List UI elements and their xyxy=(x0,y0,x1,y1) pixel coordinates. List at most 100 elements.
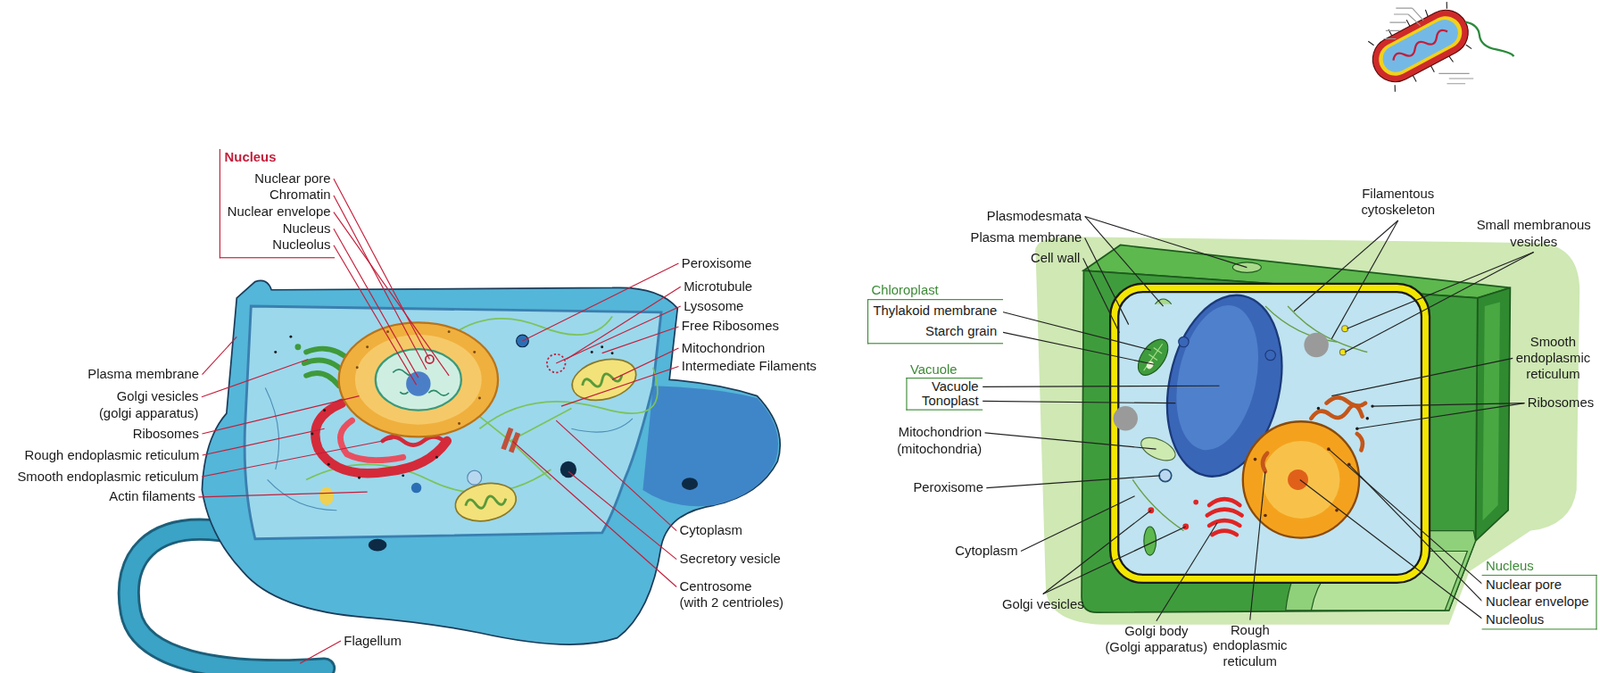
vesicle xyxy=(681,477,698,490)
label-line: reticulum xyxy=(1525,366,1580,383)
leader-line xyxy=(1344,251,1534,352)
organelle-group: VacuoleVacuoleTonoplast xyxy=(905,361,983,411)
organelle-group: ChloroplastThylakoid membraneStarch grai… xyxy=(867,282,1004,345)
animal-cell xyxy=(128,280,780,670)
part-label: Nuclear envelope xyxy=(227,203,332,221)
part-label: Mitochondrion xyxy=(681,339,765,357)
leader-line xyxy=(198,491,367,498)
leader-line xyxy=(202,336,238,374)
leader-line xyxy=(1293,220,1399,312)
part-label: Tonoplast xyxy=(921,393,979,408)
part-label: Cytoplasm xyxy=(679,522,743,539)
label-line: Cell wall xyxy=(1030,249,1080,266)
label-line: Golgi body xyxy=(1124,622,1188,639)
leader-line xyxy=(986,475,1161,489)
leader-line xyxy=(1085,215,1248,267)
label-line: (golgi apparatus) xyxy=(99,405,199,422)
group-bracket: Nuclear poreChromatinNuclear envelopeNuc… xyxy=(220,165,335,257)
label-line: Cytoplasm xyxy=(954,542,1018,559)
leader-line xyxy=(202,428,325,456)
cell-lobe xyxy=(642,385,779,506)
label-line: Smooth xyxy=(1530,333,1576,350)
label-line: Flagellum xyxy=(343,632,401,649)
leader-line xyxy=(201,439,393,477)
group-bracket: Nuclear poreNuclear envelopeNucleolus xyxy=(1481,574,1597,631)
label-line: Free Ribosomes xyxy=(681,318,780,335)
peroxisome xyxy=(1159,469,1172,482)
leader-line xyxy=(1020,496,1136,552)
part-label: Free Ribosomes xyxy=(681,318,780,335)
leader-line xyxy=(333,245,417,385)
smooth-er xyxy=(382,436,445,445)
label-line: Ribosomes xyxy=(1527,395,1594,412)
organelle-group: NucleusNuclear poreNuclear envelopeNucle… xyxy=(1481,557,1597,630)
leader-line xyxy=(561,366,680,407)
label-line: cytoskeleton xyxy=(1360,201,1435,218)
label-line: Secretory vesicle xyxy=(679,550,781,567)
part-label: Thylakoid membrane xyxy=(872,300,997,322)
vesicle xyxy=(319,486,334,506)
part-label: Filamentous cytoskeleton xyxy=(1360,185,1435,219)
label-line: endoplasmic xyxy=(1212,637,1287,653)
label-line: Smooth endoplasmic reticulum xyxy=(16,468,199,485)
nucleus xyxy=(339,322,498,437)
cell-wall xyxy=(1081,270,1478,613)
microtubules xyxy=(306,315,658,493)
leader-line xyxy=(1250,471,1266,620)
ribosome-dots xyxy=(273,335,614,480)
leader-line xyxy=(981,385,1219,387)
golgi-vesicles xyxy=(1147,499,1199,531)
leader-line xyxy=(985,432,1157,449)
part-label: Golgi vesicles (golgi apparatus) xyxy=(99,389,199,423)
label-line: vesicles xyxy=(1509,233,1558,250)
mitochondrion xyxy=(567,352,641,407)
group-heading: Chloroplast xyxy=(867,282,1004,299)
part-label: Plasma membrane xyxy=(87,366,199,383)
group-heading: Nucleus xyxy=(1481,557,1597,574)
leader-line xyxy=(1085,237,1129,324)
part-label: Chromatin xyxy=(269,187,332,205)
chloroplast xyxy=(1132,333,1175,381)
leader-line xyxy=(333,228,419,378)
part-label: Smooth endoplasmic reticulum xyxy=(16,468,199,485)
part-label: Nuclear pore xyxy=(1485,575,1562,593)
label-line: Intermediate Filaments xyxy=(681,357,817,374)
part-label: Plasmodesmata xyxy=(986,207,1083,224)
part-label: Lysosome xyxy=(683,298,744,315)
label-line: (mitochondria) xyxy=(896,440,982,457)
leader-line xyxy=(201,359,308,398)
part-label: Rough endoplasmic reticulum xyxy=(24,447,199,464)
group-heading: Vacuole xyxy=(905,361,983,378)
bacterium-thumbnail xyxy=(1361,0,1515,117)
leader-line xyxy=(602,326,680,354)
cell-wall-side xyxy=(1475,287,1510,541)
lysosome xyxy=(547,354,566,374)
label-line: (with 2 centrioles) xyxy=(679,595,784,612)
part-label: Nuclear envelope xyxy=(1485,592,1590,610)
mitochondrion xyxy=(452,478,520,525)
leader-line xyxy=(1043,510,1152,595)
cell-outline xyxy=(201,280,780,645)
vesicle xyxy=(368,538,388,552)
label-line: Golgi vesicles xyxy=(116,389,199,406)
leader-line xyxy=(1300,479,1484,619)
part-label: Golgi vesicles xyxy=(1002,596,1085,613)
label-line: Plasma membrane xyxy=(969,229,1082,246)
leader-line xyxy=(555,306,681,364)
part-label: Peroxisome xyxy=(681,255,752,272)
leader-line xyxy=(299,640,341,664)
leader-line xyxy=(1331,357,1513,396)
label-line: Rough xyxy=(1230,621,1270,638)
small-vesicle xyxy=(1265,349,1276,360)
part-label: Centrosome (with 2 centrioles) xyxy=(679,578,784,612)
label-line: Plasma membrane xyxy=(87,366,199,383)
part-label: Small membranous vesicles xyxy=(1476,217,1592,251)
small-vesicle xyxy=(1178,336,1189,347)
part-label: Intermediate Filaments xyxy=(681,357,817,374)
leader-line xyxy=(333,212,449,376)
part-label: Vacuole xyxy=(931,379,979,394)
leader-line xyxy=(1043,526,1186,594)
part-label: Plasma membrane xyxy=(969,229,1082,246)
label-line: Filamentous xyxy=(1361,185,1435,202)
